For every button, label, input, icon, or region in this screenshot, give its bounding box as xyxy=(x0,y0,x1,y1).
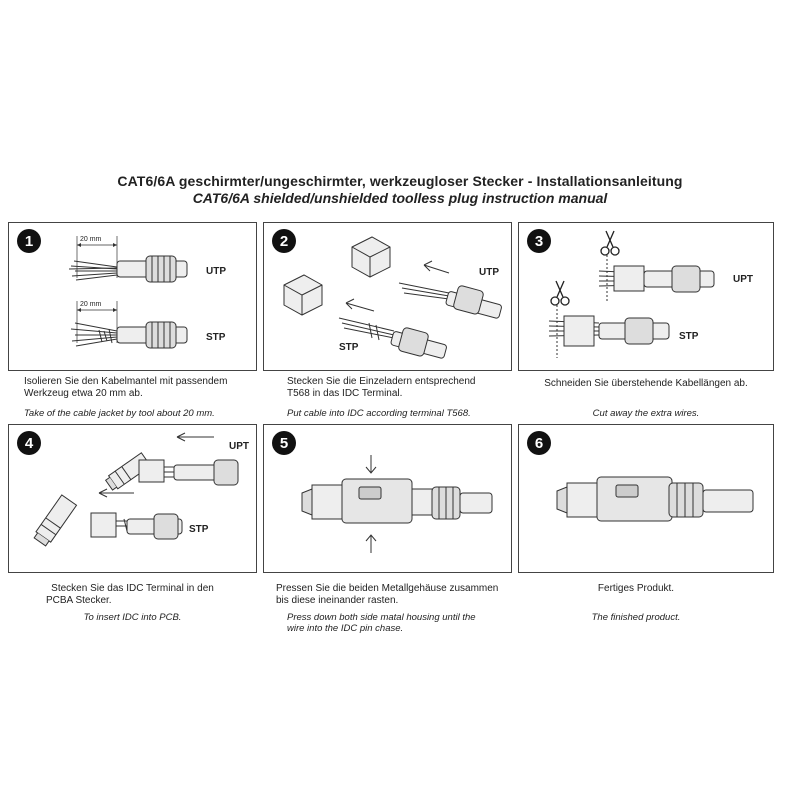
step-1-dim-top: 20 mm xyxy=(80,236,102,243)
step-3-illustration: UPT STP xyxy=(548,230,753,358)
step-2-caption-de-line2: T568 in das IDC Terminal. xyxy=(287,388,403,399)
step-1-dim-bottom: 20 mm xyxy=(80,301,102,308)
step-2-caption-de-line1: Stecken Sie die Einzeladern entsprechend xyxy=(287,376,476,387)
step-2-caption-de: Stecken Sie die Einzeladern entsprechend… xyxy=(287,376,517,400)
step-3-caption-en: Cut away the extra wires. xyxy=(592,408,700,419)
step-4-stp-label: STP xyxy=(189,524,209,535)
step-2-badge: 2 xyxy=(272,229,296,253)
step-4-illustration: UPT STP xyxy=(33,432,249,547)
step-4-panel: 4 UPT STP xyxy=(8,424,257,573)
step-2-illustration: UTP STP xyxy=(283,236,502,359)
step-1-illustration: 20 mm UTP 20 mm STP xyxy=(68,236,226,349)
scissors-icon xyxy=(600,230,620,256)
step-1-caption-de-line1: Isolieren Sie den Kabelmantel mit passen… xyxy=(24,376,228,387)
step-2-stp-label: STP xyxy=(339,342,359,353)
title-english: CAT6/6A shielded/unshielded toolless plu… xyxy=(192,190,608,206)
title-german: CAT6/6A geschirmter/ungeschirmter, werkz… xyxy=(117,173,683,189)
step-5-caption-de-line2: bis diese ineinander rasten. xyxy=(276,595,399,606)
step-5-badge: 5 xyxy=(272,431,296,455)
step-6-panel: 6 xyxy=(518,424,774,573)
step-4-upt-label: UPT xyxy=(229,441,249,452)
step-2-panel: 2 UTP STP xyxy=(263,222,512,371)
step-3-upt-label: UPT xyxy=(733,274,753,285)
step-6-badge: 6 xyxy=(527,431,551,455)
step-4-caption-de: Stecken Sie das IDC Terminal in den PCBA… xyxy=(8,583,257,607)
step-1-panel: 1 20 mm UTP 20 mm STP xyxy=(8,222,257,371)
step-5-panel: 5 xyxy=(263,424,512,573)
step-4-caption-de-line1: Stecken Sie das IDC Terminal in den xyxy=(51,583,214,594)
wires-top xyxy=(68,260,118,281)
step-6-illustration xyxy=(556,476,754,522)
step-1-stp-label: STP xyxy=(206,332,226,343)
step-5-caption-en-line1: Press down both side matal housing until… xyxy=(287,612,476,623)
step-4-badge: 4 xyxy=(17,431,41,455)
step-5-caption-en-line2: wire into the IDC pin chase. xyxy=(287,623,404,634)
step-1-badge: 1 xyxy=(17,229,41,253)
step-3-stp-label: STP xyxy=(679,331,699,342)
step-5-caption-en: Press down both side matal housing until… xyxy=(287,612,517,634)
step-1-caption-de: Isolieren Sie den Kabelmantel mit passen… xyxy=(24,376,254,400)
step-3-badge: 3 xyxy=(527,229,551,253)
scissors-icon xyxy=(550,280,570,306)
step-3-panel: 3 UPT STP xyxy=(518,222,774,371)
step-4-caption-de-line2: PCBA Stecker. xyxy=(46,595,112,606)
step-1-caption-en: Take of the cable jacket by tool about 2… xyxy=(24,408,215,419)
step-2-caption-en: Put cable into IDC according terminal T5… xyxy=(287,408,471,419)
step-6-caption-de: Fertiges Produkt. xyxy=(597,583,675,594)
step-1-utp-label: UTP xyxy=(206,266,226,277)
step-4-caption-en: To insert IDC into PCB. xyxy=(83,612,182,623)
step-6-caption-en: The finished product. xyxy=(591,612,681,623)
step-2-utp-label: UTP xyxy=(479,267,499,278)
step-1-caption-de-line2: Werkzeug etwa 20 mm ab. xyxy=(24,388,143,399)
step-5-illustration xyxy=(301,455,493,553)
step-3-caption-de: Schneiden Sie überstehende Kabellängen a… xyxy=(544,378,748,389)
step-5-caption-de: Pressen Sie die beiden Metallgehäuse zus… xyxy=(276,583,512,607)
step-5-caption-de-line1: Pressen Sie die beiden Metallgehäuse zus… xyxy=(276,583,499,594)
